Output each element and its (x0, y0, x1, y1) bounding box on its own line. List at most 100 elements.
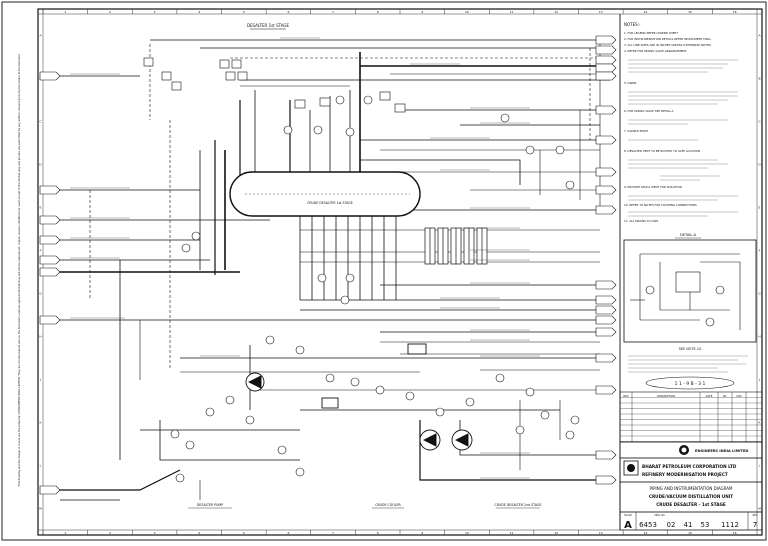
row-letter-left: E (40, 206, 42, 210)
column-number-top: 3 (154, 10, 156, 14)
note-item: 11. ALL DRAINS TO OWS (624, 219, 659, 223)
company-block: ENGINEERS INDIA LIMITED (619, 441, 763, 459)
column-number-bottom: 15 (688, 531, 692, 535)
row-letter-left: D (39, 163, 42, 167)
rev-col-desc: DESCRIPTION (657, 394, 675, 398)
drg-no-label: DRG. No. (655, 514, 666, 517)
row-letter-right: C (758, 120, 760, 124)
row-letter-right: H (758, 335, 760, 339)
note-item: 8. DESALTER VENT TO BE ROUTED TO SAFE LO… (624, 149, 700, 153)
column-number-bottom: 16 (733, 531, 737, 535)
detail-a-box: DETAIL-A (623, 233, 757, 343)
column-number-top: 10 (465, 10, 469, 14)
row-letter-right: F (759, 249, 761, 253)
vessel-label: CRUDE DESALTER 1st STAGE (307, 201, 353, 205)
note-item: 3. ALL LINE SIZES ARE IN INCHES UNLESS O… (624, 43, 712, 47)
row-letter-right: J (758, 378, 760, 382)
exchanger-bank (424, 227, 488, 265)
row-letter-left: M (39, 507, 42, 511)
rev-col-by: BY (723, 394, 727, 398)
drg-no-5: 1112 (721, 521, 739, 529)
rev-col-date: DATE (706, 394, 713, 398)
column-number-top: 13 (599, 10, 603, 14)
note-item: 7. SAMPLE POINT (624, 129, 648, 133)
project-name: REFINERY MODERNISATION PROJECT (642, 472, 728, 477)
bottom-ref-1: DESALTER PUMP (197, 503, 223, 507)
row-letter-left: C (39, 120, 41, 124)
bottom-ref-2: CRUDE COOLER (375, 503, 401, 507)
column-number-bottom: 12 (554, 531, 558, 535)
notes-panel: NOTES:- 1. FOR LEGEND REFER LEGEND SHEET… (619, 14, 738, 530)
plot-ref-oval (645, 376, 735, 390)
column-number-top: 6 (287, 10, 289, 14)
drg-no-3: 41 (684, 521, 693, 529)
top-title: DESALTER 1st STAGE (247, 23, 290, 28)
unit-name: CRUDE/VACUUM DISTILLATION UNIT (649, 494, 733, 499)
note-item: 1. FOR LEGEND REFER LEGEND SHEET (624, 31, 678, 35)
column-number-bottom: 1 (64, 531, 66, 535)
column-number-bottom: 3 (154, 531, 156, 535)
column-number-top: 1 (64, 10, 66, 14)
row-letter-left: G (39, 292, 42, 296)
column-number-bottom: 5 (243, 531, 245, 535)
drg-no-1: 6453 (639, 521, 657, 529)
client-name: BHARAT PETROLEUM CORPORATION LTD (642, 464, 737, 469)
pumps (245, 343, 473, 451)
row-letter-right: K (759, 421, 762, 425)
note-item: 6. FOR MIXING VALVE SEE DETAIL-A (624, 109, 674, 113)
column-number-top: 4 (198, 10, 200, 14)
column-number-top: 15 (688, 10, 692, 14)
plot-ref: 1 1 - 9 B - 3 1 (675, 381, 706, 387)
drg-no-2: 02 (667, 521, 676, 529)
drawing-number-block: SCALE A DRG. No. REV 6453 02 41 53 1112 … (619, 511, 763, 531)
row-letter-right: A (758, 34, 761, 38)
column-number-bottom: 13 (599, 531, 603, 535)
rev-label: REV (753, 514, 758, 517)
row-letter-left: J (39, 378, 41, 382)
rev-number: 7 (753, 521, 757, 529)
line-number-marks (70, 37, 540, 479)
column-number-bottom: 9 (421, 531, 423, 535)
column-number-top: 5 (243, 10, 245, 14)
row-letter-right: B (758, 77, 760, 81)
desalter-vessel: CRUDE DESALTER 1st STAGE (229, 171, 421, 217)
row-letter-right: G (758, 292, 761, 296)
column-number-top: 7 (332, 10, 334, 14)
legend-title: DETAIL-A (680, 233, 697, 237)
instrument-tags (143, 57, 580, 483)
column-number-bottom: 2 (109, 531, 111, 535)
note-item: 9. PROVIDE SPOOL PIECE FOR ISOLATION (624, 185, 682, 189)
note-item: 5. DRAIN (624, 81, 636, 85)
column-number-bottom: 8 (377, 531, 379, 535)
row-letter-left: A (39, 34, 42, 38)
title-block: PIPING AND INSTRUMENTATION DIAGRAM CRUDE… (619, 481, 763, 513)
row-letter-left: F (40, 249, 42, 253)
column-ticks: 1122334455667788991010111112121313141415… (42, 9, 737, 535)
row-ticks: AABBCCDDEEFFGGHHJJKKLLMM (39, 34, 761, 511)
column-number-bottom: 6 (287, 531, 289, 535)
revision-table: REV DESCRIPTION DATE BY CHK (619, 391, 763, 443)
row-letter-left: L (40, 464, 42, 468)
off-page-connectors (39, 35, 617, 495)
column-number-top: 11 (510, 10, 514, 14)
column-number-top: 2 (109, 10, 111, 14)
company-name: ENGINEERS INDIA LIMITED (695, 449, 748, 453)
process-lines (50, 39, 610, 501)
notes-title: NOTES:- (624, 22, 641, 27)
note-ref: SEE NOTE-10 (679, 347, 701, 351)
scale-mark-icon: A (624, 520, 632, 531)
scale-label: SCALE (624, 514, 632, 517)
rev-col-rev: REV (623, 394, 628, 398)
column-number-top: 16 (733, 10, 737, 14)
row-letter-right: L (759, 464, 761, 468)
row-letter-left: H (39, 335, 41, 339)
column-number-top: 8 (377, 10, 379, 14)
column-number-bottom: 4 (198, 531, 200, 535)
note-item: 4. REFER FOR MIXING VALVE ARRANGEMENT. (624, 49, 687, 53)
column-number-top: 14 (644, 10, 648, 14)
column-number-bottom: 7 (332, 531, 334, 535)
drg-no-4: 53 (701, 521, 710, 529)
